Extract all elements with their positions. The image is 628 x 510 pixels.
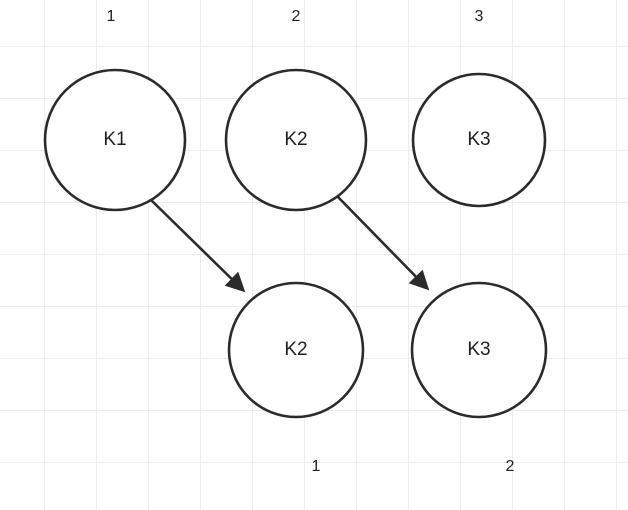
- node-label-bottom-k2: K2: [284, 339, 308, 360]
- node-label-bottom-k3: K3: [467, 339, 491, 360]
- node-top-k2[interactable]: [224, 68, 368, 212]
- node-bottom-k2[interactable]: [227, 281, 365, 419]
- node-label-top-k2: K2: [284, 129, 308, 150]
- edge-k1-to-k2: [149, 198, 246, 293]
- edge-k2-to-k3: [336, 195, 430, 291]
- index-label-top-1: 1: [106, 8, 116, 25]
- node-label-top-k3: K3: [467, 129, 491, 150]
- index-label-bottom-1: 1: [311, 458, 321, 475]
- node-bottom-k3[interactable]: [410, 281, 548, 419]
- index-label-top-3: 3: [474, 8, 484, 25]
- node-label-top-k1: K1: [103, 129, 127, 150]
- node-top-k3[interactable]: [411, 72, 547, 208]
- node-top-k1[interactable]: [43, 68, 187, 212]
- index-label-bottom-2: 2: [505, 458, 515, 475]
- index-label-top-2: 2: [291, 8, 301, 25]
